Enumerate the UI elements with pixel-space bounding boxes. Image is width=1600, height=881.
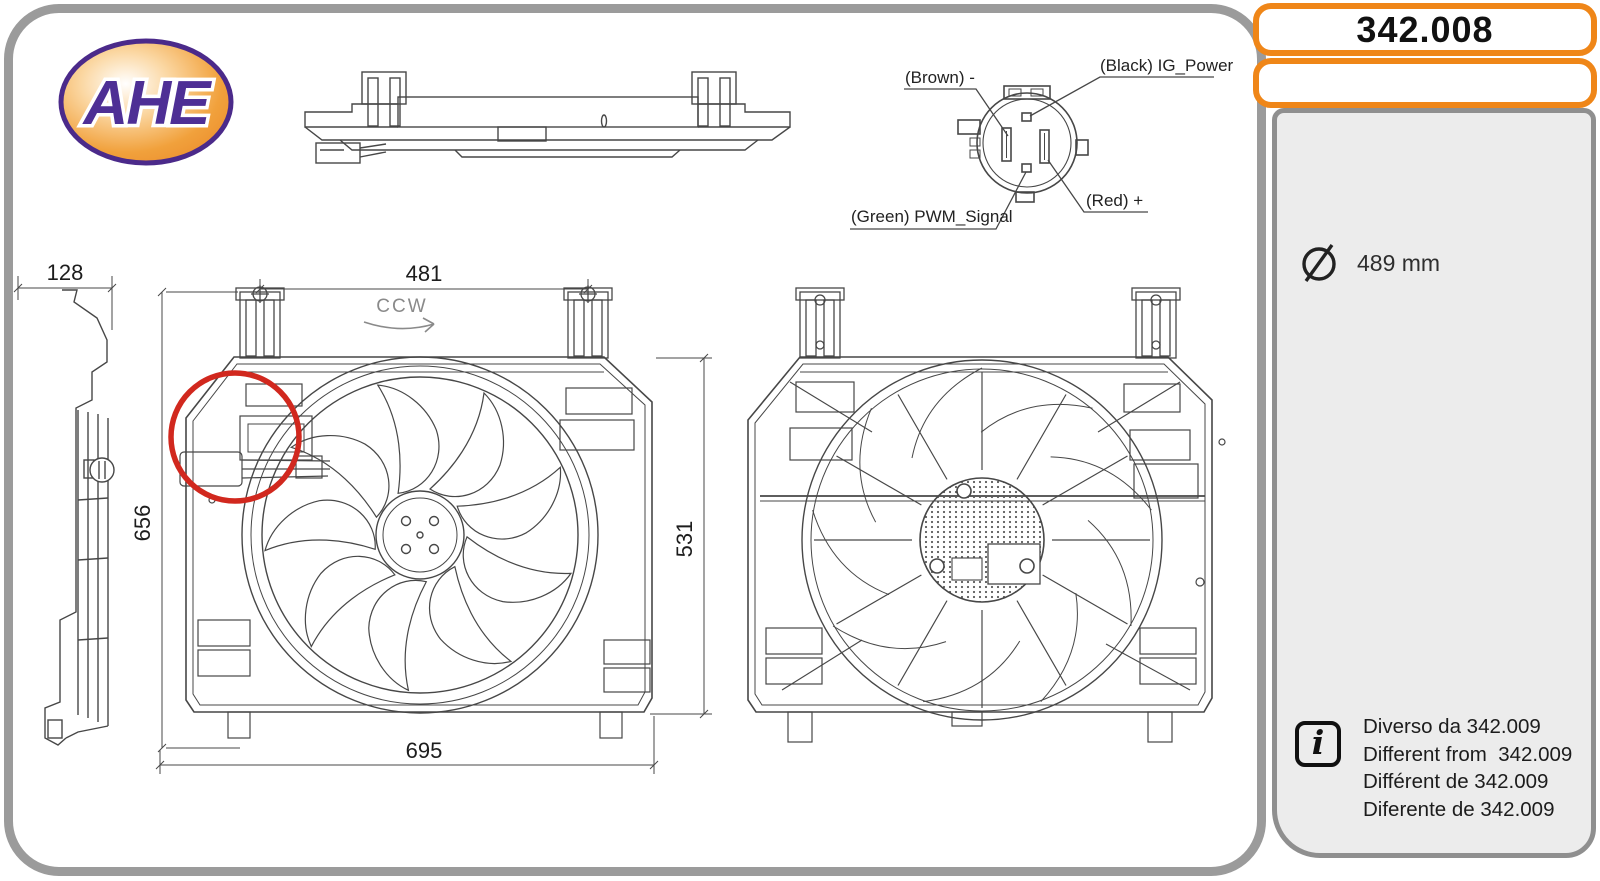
brand-logo: AHE [58, 38, 234, 166]
pin-label-red: (Red) + [1086, 191, 1143, 210]
side-view-drawing [44, 289, 115, 746]
rear-view-drawing [747, 287, 1226, 743]
logo-ellipse [58, 38, 234, 166]
info-line: Different from 342.009 [1363, 742, 1573, 766]
dimension-lines [13, 276, 712, 774]
ccw-arrow [363, 321, 435, 330]
subtitle-box [1253, 58, 1597, 108]
motor-hub [919, 477, 1045, 603]
info-box: i Diverso da 342.009 Different from 342.… [1295, 713, 1572, 823]
info-line: Diverso da 342.009 [1363, 715, 1541, 738]
ccw-label: CCW [376, 296, 427, 317]
rotation-indicator: CCW [363, 296, 435, 333]
connector-diagram: (Brown) - (Black) IG_Power (Green) PWM_S… [850, 56, 1234, 230]
dim-overall-width: 695 [406, 738, 443, 763]
dim-side-width: 128 [47, 260, 84, 285]
pin-label-black: (Black) IG_Power [1100, 56, 1234, 75]
top-view-drawing [304, 71, 791, 164]
diameter-value: 489 mm [1357, 249, 1441, 276]
diameter-icon [1302, 244, 1336, 282]
logo-text: AHE [82, 69, 213, 138]
part-number: 342.008 [1356, 8, 1494, 50]
pin-label-green: (Green) PWM_Signal [851, 207, 1013, 226]
spec-panel: 489 mm i Diverso da 342.009 Different fr… [1272, 108, 1596, 858]
info-line: Différent de 342.009 [1363, 770, 1549, 793]
info-lines: Diverso da 342.009 Different from 342.00… [1363, 713, 1572, 823]
info-line: Diferente de 342.009 [1363, 797, 1555, 821]
dimension-labels: 128 481 656 531 695 [47, 260, 697, 763]
diameter-spec: 489 mm [1297, 241, 1440, 285]
info-icon: i [1295, 721, 1341, 767]
connector-highlight-circle [168, 370, 302, 504]
part-number-box: 342.008 [1253, 3, 1597, 56]
pin-label-brown: (Brown) - [905, 68, 975, 87]
dim-bracket-span: 481 [406, 261, 443, 286]
dim-overall-height: 656 [130, 505, 155, 542]
front-view-drawing [179, 285, 653, 739]
dim-shroud-height: 531 [672, 521, 697, 558]
